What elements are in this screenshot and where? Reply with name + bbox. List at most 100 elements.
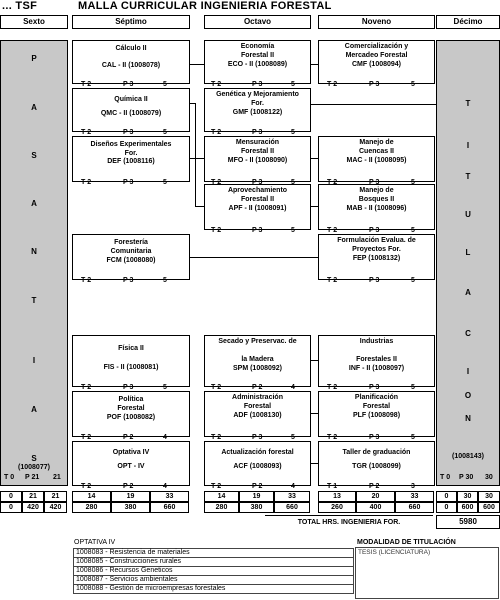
course-name: Política Forestal bbox=[117, 396, 145, 412]
course-manejo-bosques-ii: Manejo de Bosques II MAB - II (1008096) … bbox=[318, 184, 435, 234]
titulacion-letter: T bbox=[465, 172, 471, 181]
total-septimo-p: 19 bbox=[111, 491, 150, 502]
course-p: P 3 bbox=[252, 81, 263, 88]
optativa-list-title: OPTATIVA IV bbox=[74, 539, 116, 546]
titulacion-letter: O bbox=[464, 391, 472, 400]
course-name: Manejo de Cuencas II bbox=[358, 139, 394, 155]
course-t: T 2 bbox=[327, 227, 338, 234]
pasantias-letter: I bbox=[32, 356, 36, 365]
total-septimo-credits: 33 bbox=[150, 491, 189, 502]
course-t: T 2 bbox=[211, 434, 222, 441]
pasantias-block: P A S A N T I A S (1008077) T 0 P 21 21 bbox=[0, 40, 68, 486]
course-code: FEP (1008132) bbox=[352, 255, 401, 262]
course-t: T 2 bbox=[327, 434, 338, 441]
course-t: T 2 bbox=[81, 483, 92, 490]
hours-decimo-t: 0 bbox=[436, 502, 457, 513]
course-name: Taller de graduación bbox=[342, 449, 411, 456]
hours-noveno-t: 260 bbox=[318, 502, 356, 513]
course-code: MAB - II (1008096) bbox=[346, 205, 407, 212]
course-credits: 5 bbox=[291, 81, 295, 88]
course-name: Economía Forestal II bbox=[240, 43, 275, 59]
modalidad-box: TESIS (LICENCIATURA) bbox=[355, 547, 499, 599]
course-name: Aprovechamiento Forestal II bbox=[227, 187, 288, 203]
course-code: SPM (1008092) bbox=[232, 365, 283, 372]
course-code: PLF (1008098) bbox=[352, 412, 401, 419]
hours-octavo-total: 660 bbox=[274, 502, 310, 513]
hours-decimo-total: 600 bbox=[478, 502, 500, 513]
total-decimo-p: 30 bbox=[457, 491, 478, 502]
course-credits: 5 bbox=[163, 179, 167, 186]
course-comercializacion-mercadeo: Comercialización y Mercadeo Forestal CMF… bbox=[318, 40, 435, 88]
course-mensuracion-forestal-ii: Mensuración Forestal II MFO - II (100809… bbox=[204, 136, 311, 186]
course-credits: 4 bbox=[163, 483, 167, 490]
course-p: P 3 bbox=[123, 384, 134, 391]
total-octavo-credits: 33 bbox=[274, 491, 310, 502]
course-name: Administración Forestal bbox=[232, 394, 283, 410]
pasantias-letter: A bbox=[31, 405, 37, 414]
total-decimo-credits: 30 bbox=[478, 491, 500, 502]
hours-octavo-t: 280 bbox=[204, 502, 239, 513]
course-p: P 3 bbox=[369, 434, 380, 441]
course-p: P 3 bbox=[123, 277, 134, 284]
course-p: P 3 bbox=[369, 277, 380, 284]
pasantias-letter: P bbox=[31, 54, 37, 63]
course-formulacion-evaluacion-proyectos: Formulación Evalua. de Proyectos For. FE… bbox=[318, 234, 435, 284]
course-p: P 3 bbox=[123, 129, 134, 136]
connector-line bbox=[309, 206, 318, 207]
document-tag: ... TSF bbox=[2, 0, 38, 12]
course-code: APF - II (1008091) bbox=[228, 205, 287, 212]
course-name: Actualización forestal bbox=[221, 449, 294, 456]
course-code: MFO - II (1008090) bbox=[227, 157, 288, 164]
connector-line bbox=[309, 104, 436, 105]
course-name: Secado y Preservac. de la Madera bbox=[218, 338, 297, 363]
course-credits: 4 bbox=[291, 483, 295, 490]
titulacion-letter: I bbox=[466, 141, 470, 150]
course-credits: 5 bbox=[163, 277, 167, 284]
titulacion-letter: I bbox=[466, 367, 470, 376]
connector-line bbox=[309, 463, 318, 464]
course-t: T 2 bbox=[211, 483, 222, 490]
course-code: POF (1008082) bbox=[106, 414, 156, 421]
course-p: P 3 bbox=[369, 81, 380, 88]
connector-line bbox=[309, 360, 318, 361]
pasantias-letter: S bbox=[31, 151, 37, 160]
pasantias-letter: N bbox=[31, 247, 37, 256]
course-credits: 5 bbox=[411, 179, 415, 186]
course-t: T 2 bbox=[211, 81, 222, 88]
course-name: Mensuración Forestal II bbox=[235, 139, 280, 155]
hours-septimo-total: 660 bbox=[150, 502, 189, 513]
course-p: P 3 bbox=[369, 179, 380, 186]
course-t: T 2 bbox=[327, 179, 338, 186]
course-code: FCM (1008080) bbox=[106, 257, 156, 264]
course-name: Forestería Comunitaria bbox=[110, 239, 152, 255]
connector-line bbox=[188, 64, 204, 65]
course-p: P 3 bbox=[123, 179, 134, 186]
course-code: INF - II (1008097) bbox=[348, 365, 405, 372]
course-name: Química II bbox=[114, 96, 148, 103]
titulacion-p: P 30 bbox=[459, 474, 474, 481]
pasantias-letter: T bbox=[31, 296, 37, 305]
connector-line bbox=[195, 206, 204, 207]
hours-sexto-t: 0 bbox=[0, 502, 22, 513]
course-p: P 3 bbox=[369, 227, 380, 234]
modalidad-value: TESIS (LICENCIATURA) bbox=[358, 549, 431, 556]
pasantias-letter: A bbox=[31, 103, 37, 112]
hours-septimo-t: 280 bbox=[72, 502, 111, 513]
total-hours-value: 5980 bbox=[436, 515, 500, 529]
pasantias-t: T 0 bbox=[4, 474, 15, 481]
course-code: TGR (1008099) bbox=[352, 463, 401, 470]
course-administracion-forestal: Administración Forestal ADF (1008130) T … bbox=[204, 391, 311, 441]
titulacion-letter: L bbox=[465, 248, 471, 257]
course-credits: 4 bbox=[291, 384, 295, 391]
course-t: T 2 bbox=[81, 277, 92, 284]
course-t: T 2 bbox=[327, 277, 338, 284]
document-title: MALLA CURRICULAR INGENIERIA FORESTAL bbox=[78, 0, 332, 12]
course-name: Genética y Mejoramiento For. bbox=[216, 91, 299, 107]
course-credits: 5 bbox=[291, 179, 295, 186]
course-p: P 2 bbox=[369, 483, 380, 490]
course-name: Manejo de Bosques II bbox=[358, 187, 395, 203]
optativa-list: 1008083 - Resistencia de materiales 1008… bbox=[73, 548, 354, 594]
